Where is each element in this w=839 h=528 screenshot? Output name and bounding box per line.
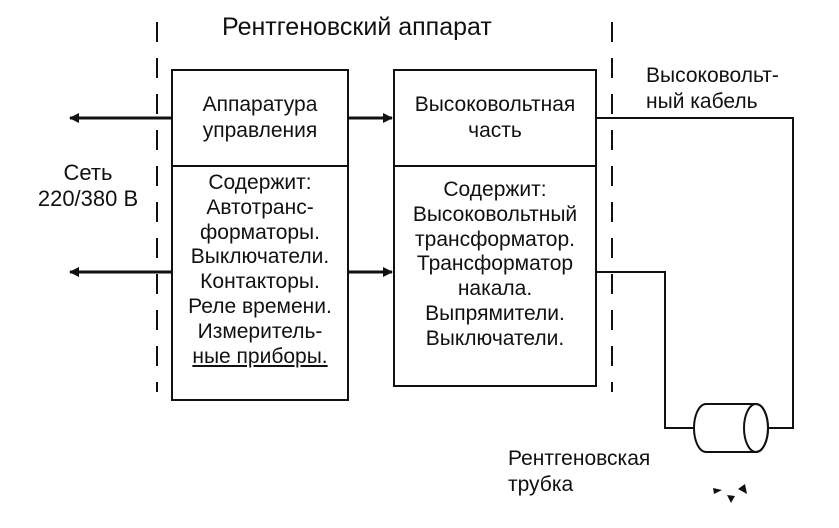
control-contents-line: Реле времени. (188, 294, 332, 318)
high-voltage-box (393, 69, 597, 387)
high-voltage-contents-line: Трансформатор (416, 252, 574, 276)
high-voltage-heading-line-2: часть (468, 119, 522, 142)
control-contents-line: Контакторы. (200, 270, 320, 294)
radiation-emission-icon (713, 484, 747, 503)
tube-label: Рентгеновская трубка (508, 446, 650, 498)
control-heading-line-2: управления (202, 119, 318, 142)
control-contents-line: форматоры. (200, 220, 320, 244)
tube-label-line-1: Рентгеновская (508, 447, 651, 470)
network-label-line-2: 220/380 В (37, 186, 139, 211)
cable-label: Высоковольт- ный кабель (646, 63, 779, 115)
high-voltage-heading-line-1: Высоковольтная (414, 93, 576, 116)
tube-label-line-2: трубка (508, 473, 574, 496)
high-voltage-contents-line: Содержит: (443, 178, 547, 201)
control-contents: Содержит: Автотранс- форматоры. Выключат… (172, 171, 348, 369)
high-voltage-cable-wire (596, 117, 794, 429)
high-voltage-contents-line: Выпрямители. (425, 301, 565, 325)
high-voltage-contents-line: накала. (457, 277, 533, 301)
control-contents-line: ные приборы. (192, 344, 328, 368)
cable-label-line-1: Высоковольт- (646, 64, 779, 87)
control-contents-line: Выключатели. (190, 245, 330, 269)
high-voltage-contents-line: трансформатор. (415, 227, 575, 251)
cable-label-line-2: ный кабель (646, 90, 758, 113)
network-label-line-1: Сеть (63, 160, 113, 185)
page-title: Рентгеновский аппарат (222, 13, 492, 41)
control-contents-line: Автотранс- (206, 195, 314, 219)
high-voltage-contents-line: Высоковольтный (412, 202, 578, 226)
control-heading: Аппаратура управления (172, 92, 348, 144)
filament-wire (596, 271, 695, 429)
high-voltage-contents-line: Выключатели. (425, 326, 565, 350)
high-voltage-heading: Высоковольтная часть (394, 92, 596, 144)
control-contents-line: Содержит: (208, 171, 312, 194)
control-contents-line: Измеритель- (197, 319, 323, 343)
control-box (171, 69, 349, 401)
x-ray-tube-icon (693, 403, 769, 453)
control-heading-line-1: Аппаратура (202, 93, 318, 116)
network-label: Сеть 220/380 В (18, 160, 158, 212)
high-voltage-contents: Содержит: Высоковольтный трансформатор. … (394, 178, 596, 352)
